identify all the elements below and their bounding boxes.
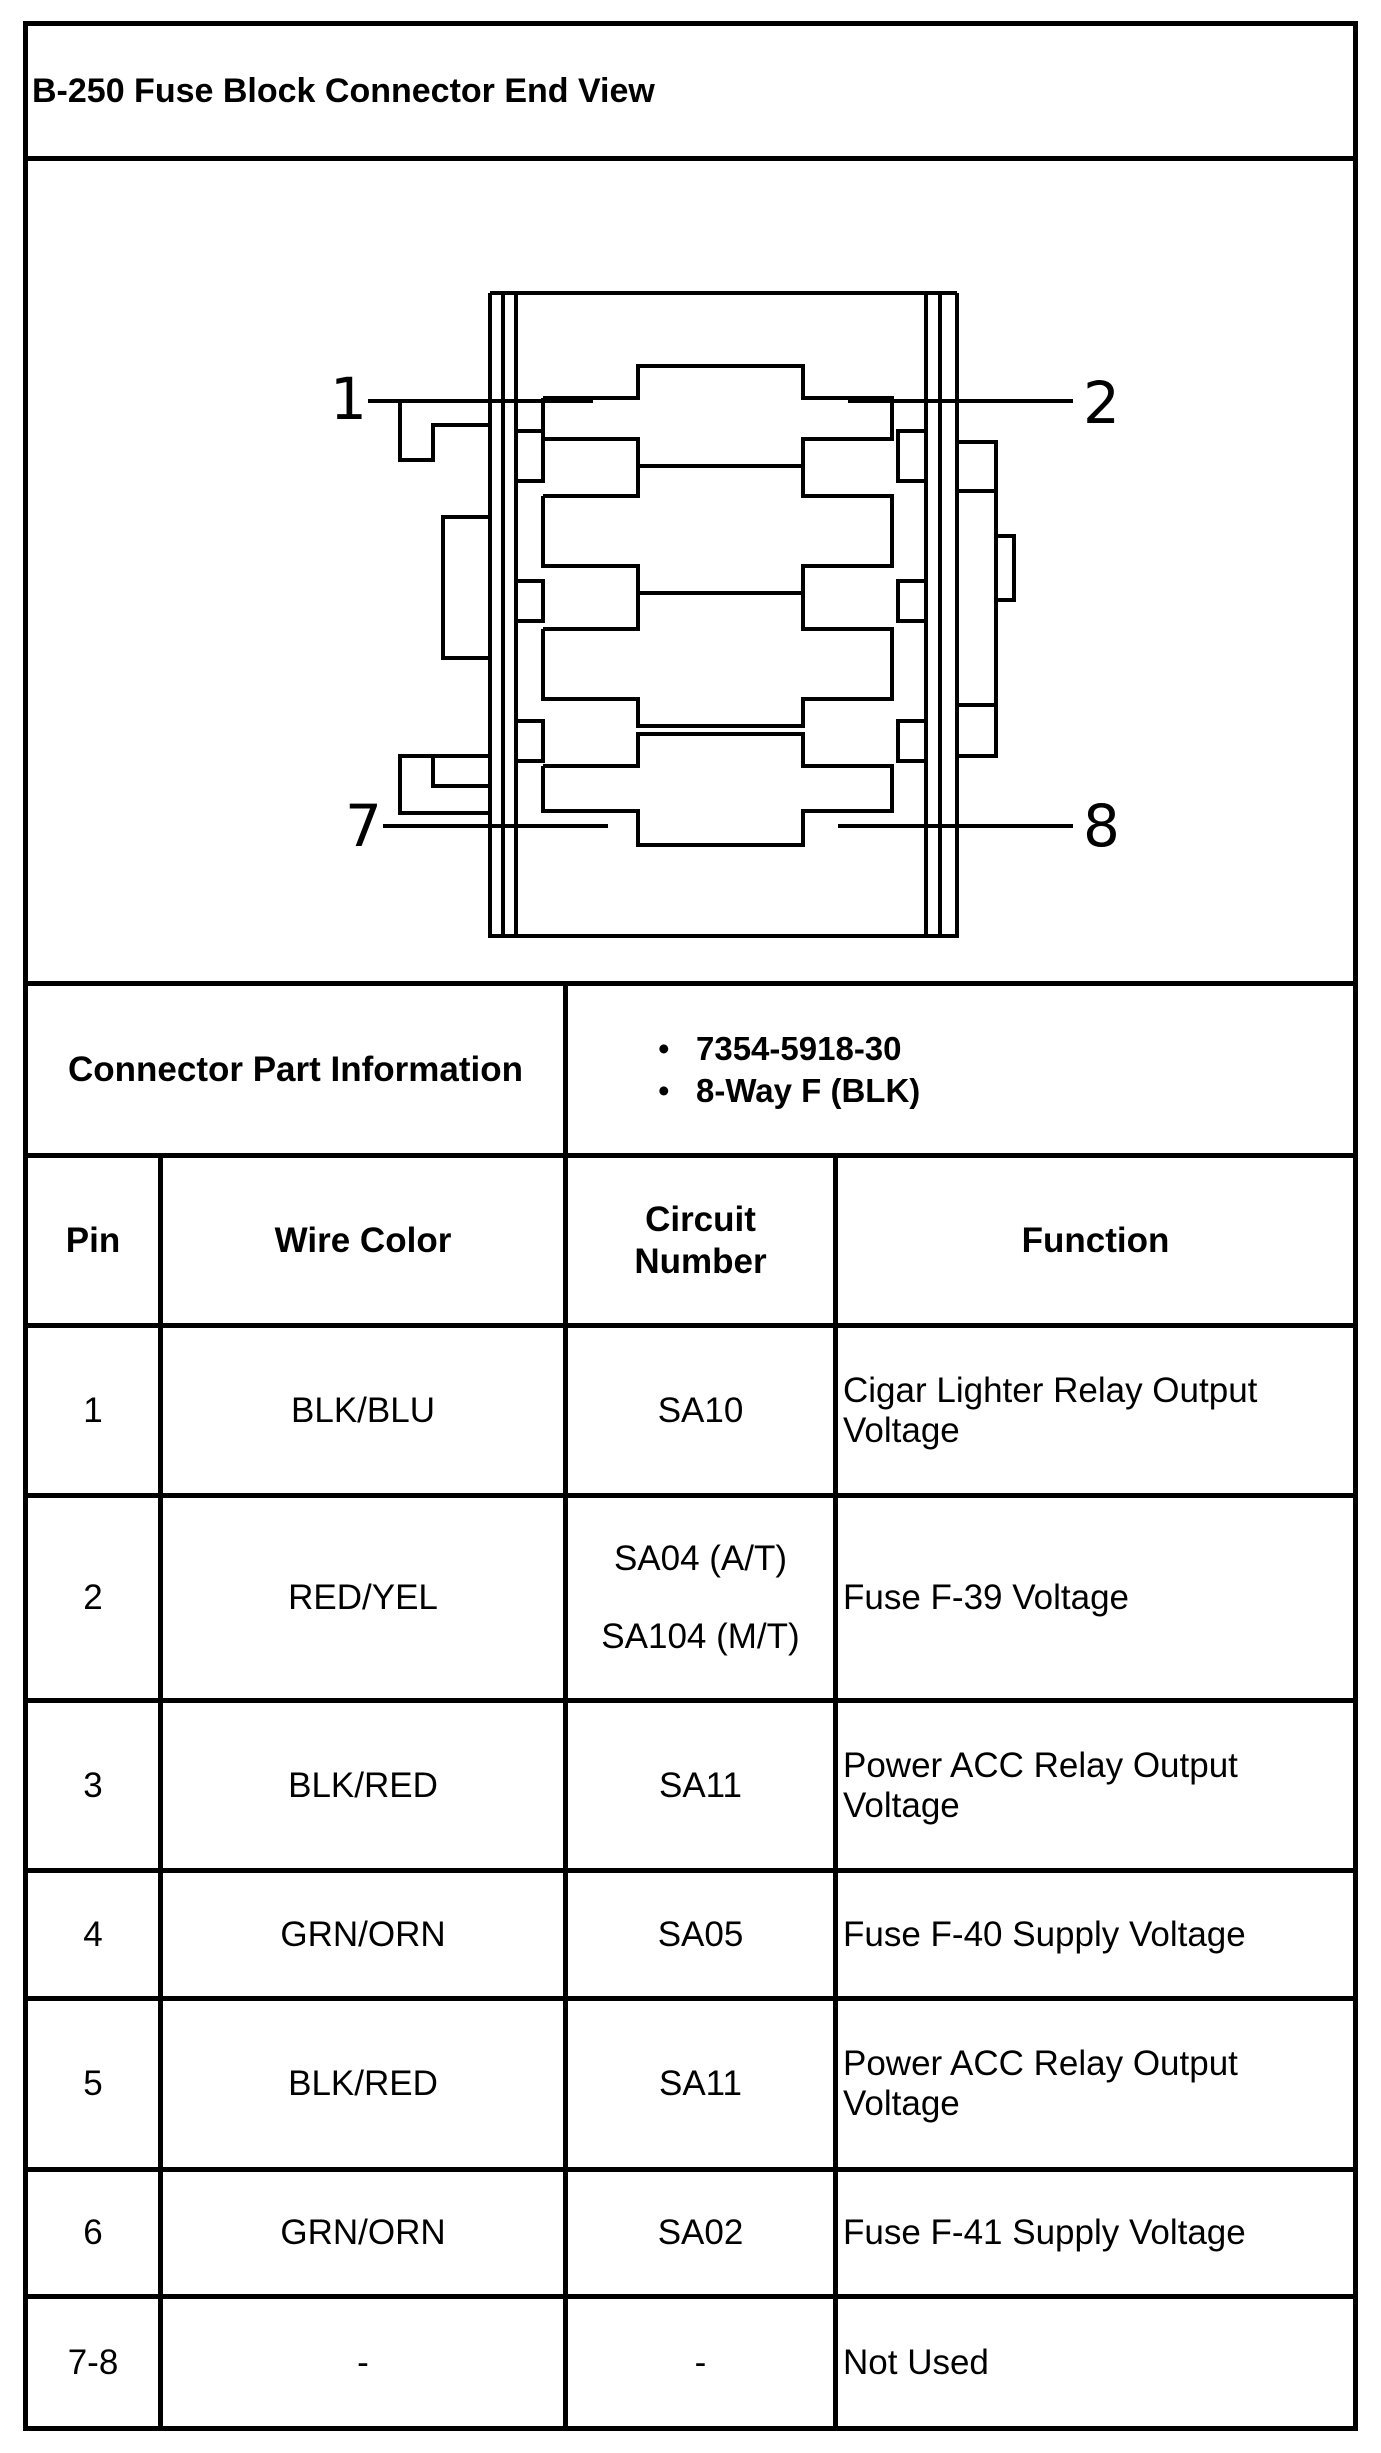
header-pin: Pin [65,1220,121,1260]
part-description-text: 8-Way F (BLK) [696,1071,921,1109]
row-1-function: Cigar Lighter Relay Output Voltage [843,1370,1258,1450]
row-6-circuit: SA02 [657,2213,744,2252]
row-3-function: Power ACC Relay Output Voltage [843,1745,1238,1825]
page-title: B-250 Fuse Block Connector End View [32,71,655,110]
row-4-pin: 4 [83,1914,103,1954]
part-number: 7354-5918-30 [658,1028,920,1070]
part-number-text: 7354-5918-30 [696,1029,902,1067]
row-3-pin: 3 [83,1765,103,1805]
row-2-wire-color: RED/YEL [288,1578,438,1617]
row-2-function: Fuse F-39 Voltage [843,1578,1129,1617]
row-1-circuit: SA10 [657,1390,744,1430]
row-1-pin: 1 [83,1390,103,1430]
pin-label-1: 1 [330,365,367,433]
divider [28,156,1353,161]
pin-label-7: 7 [345,792,382,860]
connector-sheet: B-250 Fuse Block Connector End View [23,21,1358,2431]
row-2-circuit: SA04 (A/T) SA104 (M/T) [568,1498,833,1698]
divider [28,1493,1353,1498]
connector-end-view-diagram: 1 2 7 8 [330,291,1120,938]
divider [28,1153,1353,1158]
row-3-circuit: SA11 [658,1765,743,1805]
divider [28,1996,1353,2001]
part-info-list: 7354-5918-30 8-Way F (BLK) [658,1028,920,1112]
header-function: Function [1021,1220,1170,1260]
row-7-function: Not Used [843,2342,989,2382]
row-6-wire-color: GRN/ORN [280,2213,446,2252]
row-6-pin: 6 [83,2213,103,2252]
row-7-wire-color: - [357,2342,369,2382]
row-2-circuit-at: SA04 (A/T) [613,1539,788,1578]
divider [563,986,568,1153]
row-1-wire-color: BLK/BLU [291,1390,435,1430]
row-7-pin: 7-8 [67,2342,119,2382]
divider [28,981,1353,986]
row-6-function: Fuse F-41 Supply Voltage [843,2213,1246,2252]
row-4-wire-color: GRN/ORN [280,1914,446,1954]
row-5-circuit: SA11 [658,2064,743,2103]
part-description: 8-Way F (BLK) [658,1070,920,1112]
row-3-wire-color: BLK/RED [288,1765,438,1805]
row-2-circuit-mt: SA104 (M/T) [601,1617,800,1656]
divider [833,1158,838,2426]
divider [28,2167,1353,2172]
row-7-circuit: - [694,2342,707,2382]
row-2-pin: 2 [83,1578,103,1617]
pin-label-2: 2 [1083,369,1120,437]
row-5-function: Power ACC Relay Output Voltage [843,2044,1238,2123]
divider [28,1698,1353,1703]
row-5-pin: 5 [83,2064,103,2103]
part-info-values: 7354-5918-30 8-Way F (BLK) [568,986,1353,1153]
part-info-label: Connector Part Information [67,1049,524,1089]
divider [28,1868,1353,1873]
divider [563,1158,568,2426]
divider [28,2294,1353,2299]
header-wire-color: Wire Color [274,1220,452,1260]
divider [158,1158,163,2426]
divider [28,1323,1353,1328]
row-4-circuit: SA05 [657,1914,744,1954]
pin-label-8: 8 [1083,792,1120,860]
row-5-wire-color: BLK/RED [288,2064,438,2103]
header-circuit-number: Circuit Number [634,1199,767,1281]
row-4-function: Fuse F-40 Supply Voltage [843,1914,1246,1954]
